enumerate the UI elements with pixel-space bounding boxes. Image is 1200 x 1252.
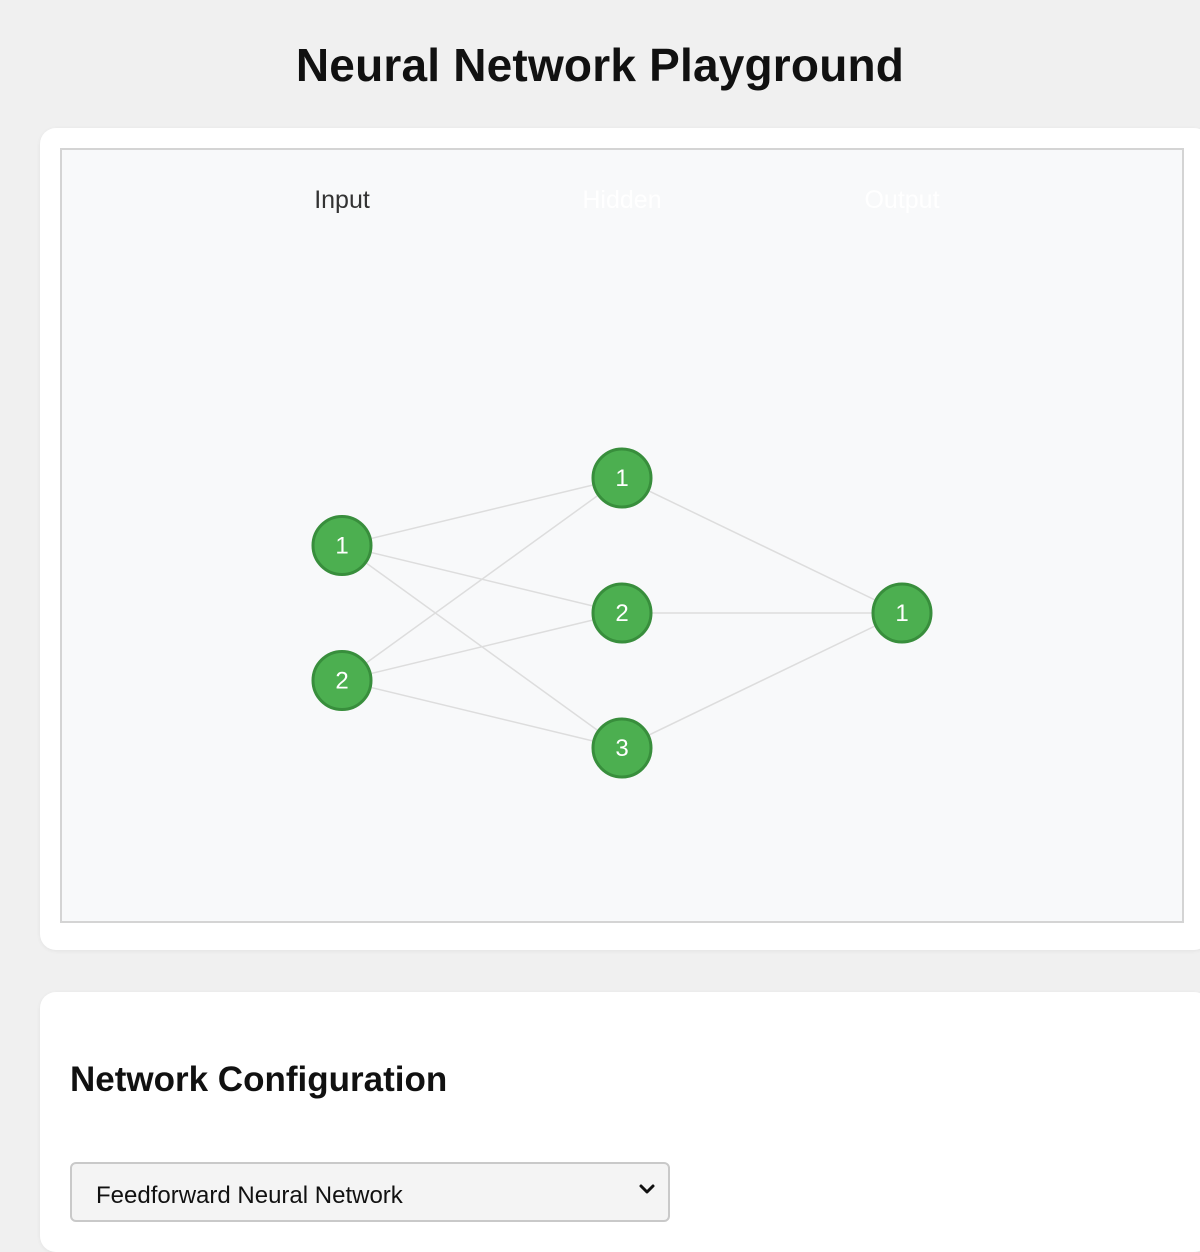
connection-l0-1-to-0 bbox=[341, 477, 623, 682]
page-title: Neural Network Playground bbox=[295, 39, 905, 91]
neuron-label: 1 bbox=[335, 533, 348, 560]
network-diagram: Input Hidden Output 1 2 1 2 3 1 bbox=[311, 186, 940, 779]
neurons: 1 2 1 2 3 1 bbox=[311, 447, 933, 779]
neuron-label: 1 bbox=[895, 600, 908, 627]
neuron-circle bbox=[591, 582, 653, 644]
connection-l0-1-to-2 bbox=[341, 679, 623, 749]
layer-label-hidden: Hidden bbox=[582, 186, 661, 214]
network-configuration-card: Network Configuration Feedforward Neural… bbox=[40, 992, 1200, 1252]
chevron-down-icon bbox=[636, 1178, 658, 1207]
network-type-selected-value: Feedforward Neural Network bbox=[96, 1182, 403, 1209]
layer-label-output: Output bbox=[864, 186, 939, 214]
config-title: Network Configuration bbox=[70, 1060, 448, 1099]
neuron-layer0-1[interactable]: 1 bbox=[311, 515, 373, 576]
network-type-select[interactable]: Feedforward Neural Network bbox=[70, 1162, 670, 1222]
neuron-layer1-1[interactable]: 1 bbox=[591, 447, 653, 509]
layer-labels: Input Hidden Output bbox=[314, 186, 939, 214]
neuron-circle bbox=[311, 650, 373, 711]
neuron-circle bbox=[871, 582, 933, 644]
network-canvas: Input Hidden Output 1 2 1 2 3 1 bbox=[60, 148, 1184, 923]
neuron-layer0-2[interactable]: 2 bbox=[311, 650, 373, 711]
connections bbox=[341, 477, 903, 749]
neuron-circle bbox=[311, 515, 373, 576]
neuron-circle bbox=[591, 717, 653, 779]
neuron-layer1-2[interactable]: 2 bbox=[591, 582, 653, 644]
connection-l1-0-to-0 bbox=[621, 477, 903, 614]
connection-l1-2-to-0 bbox=[621, 612, 903, 749]
neuron-label: 1 bbox=[615, 465, 628, 492]
neuron-layer1-3[interactable]: 3 bbox=[591, 717, 653, 779]
neuron-label: 2 bbox=[335, 668, 348, 695]
layer-label-input: Input bbox=[314, 186, 370, 214]
connection-l0-1-to-1 bbox=[341, 612, 623, 682]
connection-l0-0-to-0 bbox=[341, 477, 623, 547]
network-visualization-card: Input Hidden Output 1 2 1 2 3 1 bbox=[40, 128, 1200, 950]
neuron-label: 3 bbox=[615, 735, 628, 762]
neuron-circle bbox=[591, 447, 653, 509]
neuron-label: 2 bbox=[615, 600, 628, 627]
neuron-layer2-1[interactable]: 1 bbox=[871, 582, 933, 644]
